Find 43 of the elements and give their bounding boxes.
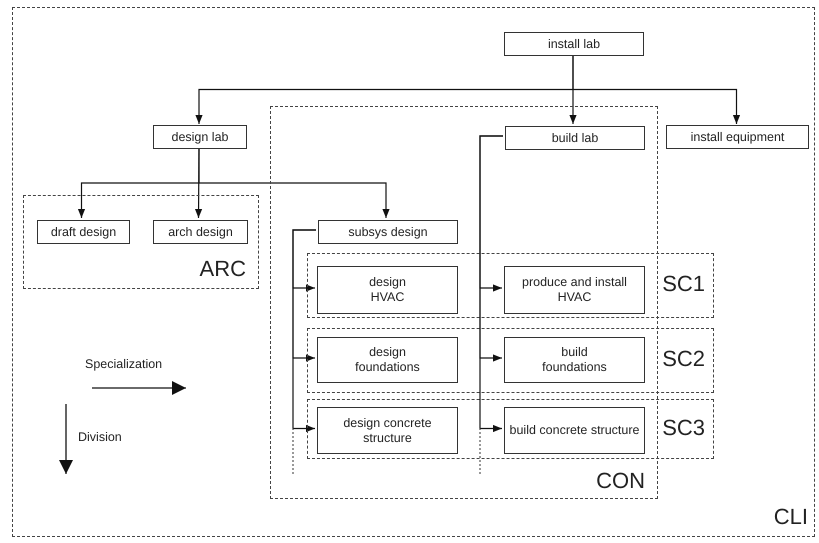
group-label: SC3 bbox=[662, 417, 705, 439]
direction-label: Specialization bbox=[85, 357, 162, 371]
node-label: subsys design bbox=[348, 224, 428, 240]
process-box bbox=[317, 407, 458, 454]
node-label: build lab bbox=[552, 130, 598, 146]
node-label: design lab bbox=[172, 130, 228, 144]
process-box bbox=[37, 220, 130, 244]
process-box bbox=[317, 337, 458, 383]
process-box bbox=[153, 125, 247, 149]
arrow bbox=[479, 135, 503, 432]
group-label: CON bbox=[596, 470, 645, 492]
node-label: design concrete structure bbox=[342, 416, 433, 446]
direction-label: Division bbox=[78, 430, 122, 444]
node-label: draft design bbox=[50, 224, 116, 240]
process-box bbox=[504, 407, 645, 454]
process-box bbox=[317, 266, 458, 314]
node-label: install lab bbox=[548, 36, 600, 52]
dashed-group-frame bbox=[23, 195, 259, 289]
dashed-group-frame bbox=[307, 253, 714, 318]
node-label: install equipment bbox=[690, 130, 784, 144]
group-label: SC2 bbox=[662, 348, 705, 370]
dashed-group-frame bbox=[307, 399, 714, 459]
node-label: produce and install HVAC bbox=[521, 275, 628, 305]
node-label: design HVAC bbox=[368, 275, 407, 305]
node-label: design foundations bbox=[354, 345, 421, 375]
group-label: SC1 bbox=[662, 273, 705, 295]
process-box bbox=[318, 220, 458, 244]
node-label: build foundations bbox=[541, 345, 608, 375]
node-label: build concrete structure bbox=[510, 423, 640, 438]
node-label: arch design bbox=[168, 224, 233, 240]
process-box bbox=[505, 126, 645, 150]
group-label: ARC bbox=[200, 258, 246, 280]
process-box bbox=[153, 220, 248, 244]
process-box bbox=[666, 125, 809, 149]
arrow bbox=[572, 55, 740, 124]
dashed-group-frame bbox=[12, 7, 815, 537]
arrow bbox=[292, 229, 316, 432]
process-box bbox=[504, 266, 645, 314]
group-label: CLI bbox=[774, 506, 808, 528]
process-box bbox=[504, 337, 645, 383]
dashed-group-frame bbox=[307, 328, 714, 393]
arrow bbox=[198, 148, 390, 218]
process-box bbox=[504, 32, 644, 56]
